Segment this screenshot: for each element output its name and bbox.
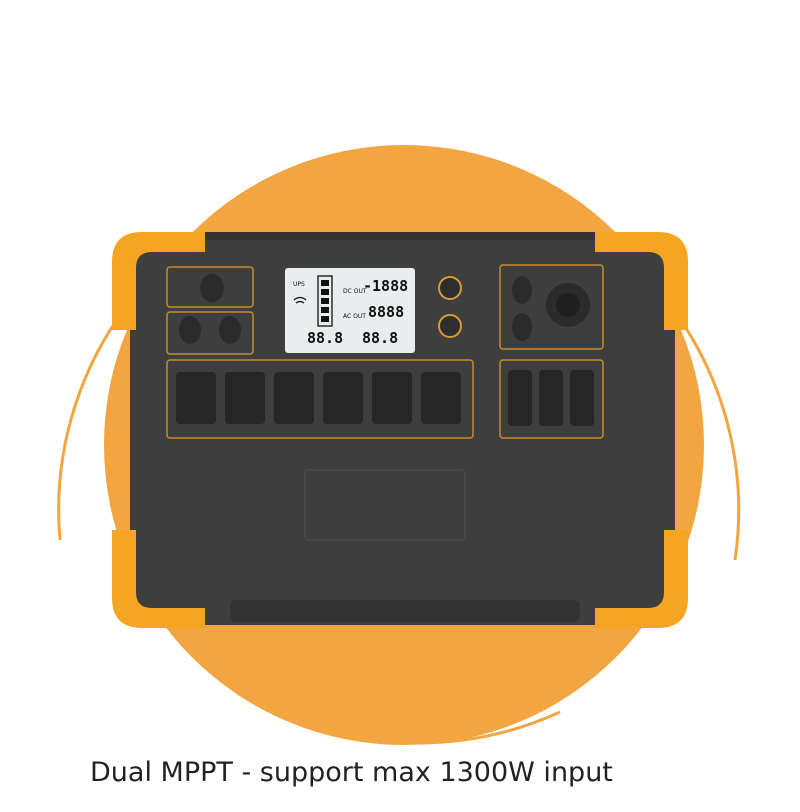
power-station: UPS DC OUT -1888 AC OUT 8888 88.8 88.8 [112,232,688,628]
power-button-icon[interactable] [438,314,462,338]
dc-panel [499,264,604,350]
car-socket-icon [546,283,590,327]
corner-bumpers [112,232,688,628]
caption-text: Dual MPPT - support max 1300W input [90,757,613,788]
lcd-dc-out-label: DC OUT [343,288,367,295]
wifi-icon [293,296,307,304]
lcd-row1-value: -1888 [363,277,408,295]
usb-panel [499,359,604,439]
lcd-row3-right: 88.8 [362,329,398,347]
ac-socket-icon [176,372,461,424]
lcd-display: UPS DC OUT -1888 AC OUT 8888 88.8 88.8 [285,268,415,353]
lcd-ac-out-label: AC OUT [343,313,366,320]
usb-port-icon [508,370,594,426]
power-button-icon[interactable] [438,276,462,300]
lcd-row2-value: 8888 [368,303,404,321]
input-panel [166,266,254,355]
product-scene: UPS DC OUT -1888 AC OUT 8888 88.8 88.8 [57,145,741,745]
battery-icon [317,275,333,327]
lcd-ups-label: UPS [293,281,305,288]
ac-outlet-panel [166,359,474,439]
lcd-row3-left: 88.8 [307,329,343,347]
